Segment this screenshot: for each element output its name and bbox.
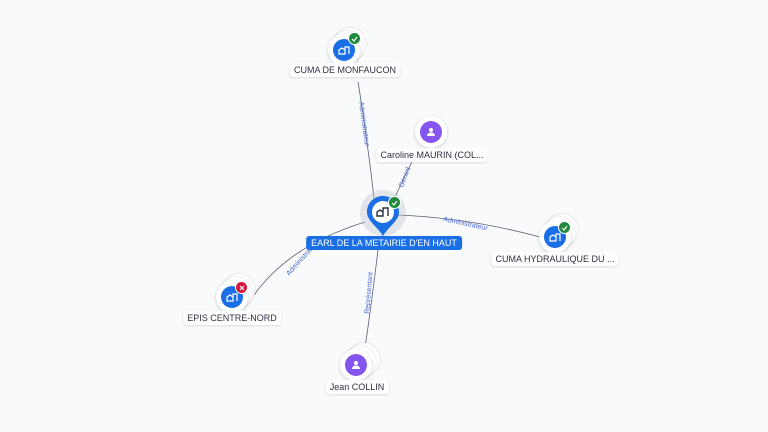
- node-circle[interactable]: [415, 116, 447, 148]
- edge-label-hydraulique: Administrateur: [443, 216, 489, 232]
- edge-representant-jean: [364, 249, 379, 349]
- active-check-icon: [558, 221, 571, 234]
- edge-label-monfaucon: Administrateur: [357, 101, 370, 147]
- node-circle[interactable]: [340, 349, 372, 381]
- edge-label-jean: Représentant: [364, 272, 375, 315]
- node-label[interactable]: CUMA DE MONFAUCON: [289, 63, 401, 77]
- node-label[interactable]: EPIS CENTRE-NORD: [183, 311, 281, 325]
- edge-administrateur-epis: [253, 221, 366, 296]
- node-label[interactable]: CUMA HYDRAULIQUE DU ...: [491, 252, 619, 266]
- node-label[interactable]: Caroline MAURIN (COL...: [376, 148, 488, 162]
- person-icon: [420, 121, 442, 143]
- active-check-icon: [348, 32, 361, 45]
- closed-x-icon: [235, 281, 248, 294]
- center-label[interactable]: EARL DE LA METAIRIE D'EN HAUT: [306, 236, 462, 250]
- node-label[interactable]: Jean COLLIN: [325, 380, 389, 394]
- building-icon: [376, 207, 389, 217]
- edge-label-caroline: Gérant: [398, 166, 412, 189]
- person-icon: [345, 354, 367, 376]
- building-icon: [333, 39, 355, 61]
- edge-administrateur-monfaucon: [357, 81, 375, 199]
- edge-administrateur-hydraulique: [397, 214, 541, 238]
- active-check-icon: [388, 196, 401, 209]
